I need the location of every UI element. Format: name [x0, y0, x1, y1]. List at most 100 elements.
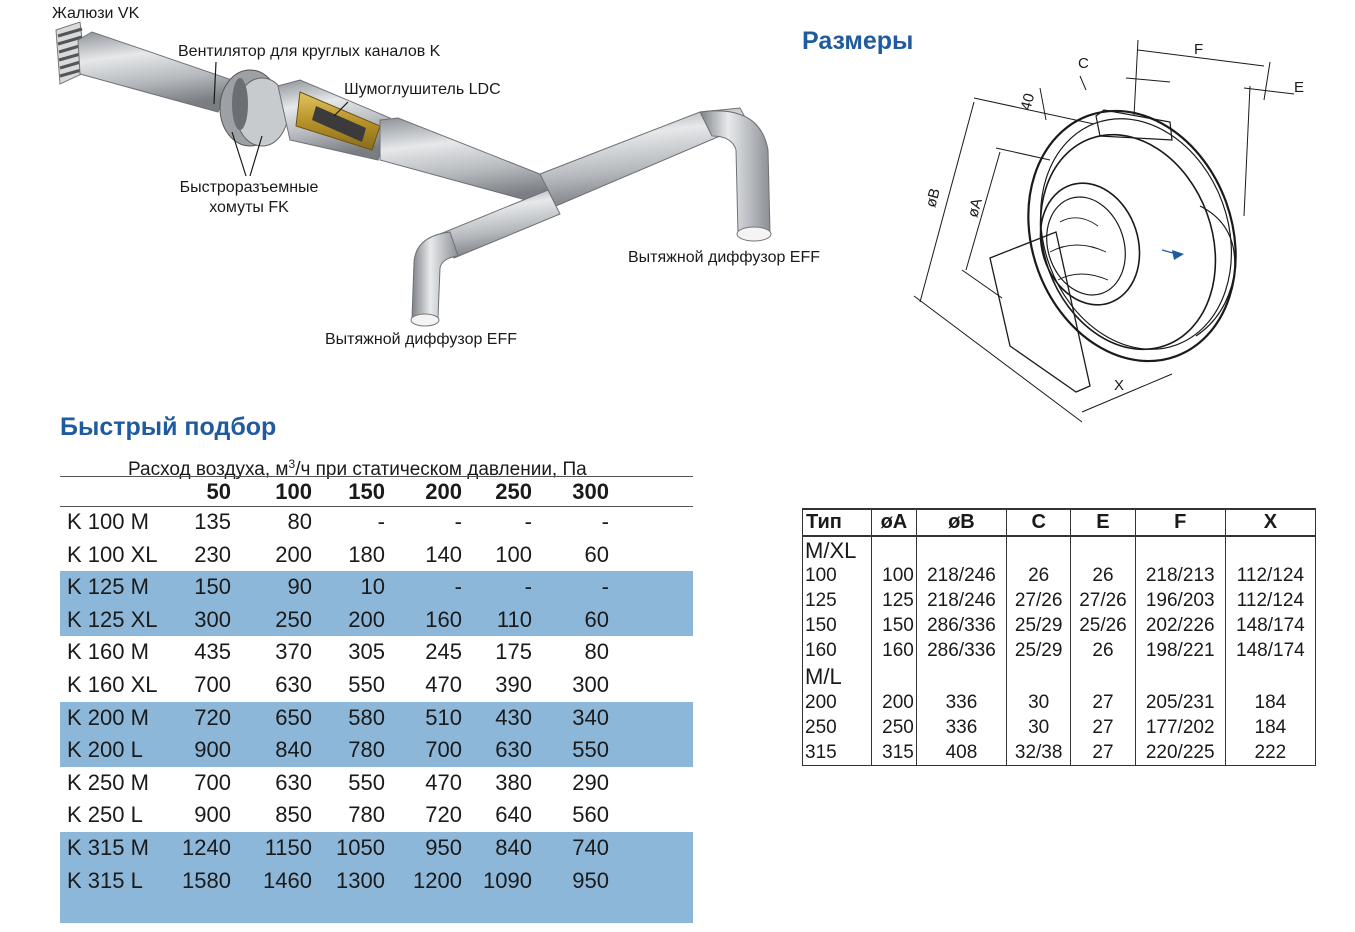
dims-cell: 315: [870, 740, 917, 766]
dims-cell: 220/225: [1134, 740, 1226, 766]
header-rule: [60, 506, 693, 507]
airflow-value: 900: [194, 737, 231, 763]
caption-sup: 3: [288, 457, 296, 471]
dims-cell: 150: [802, 613, 872, 638]
dims-cell: 26: [1070, 638, 1136, 663]
airflow-value: 1150: [264, 834, 312, 860]
airflow-value: 720: [194, 704, 231, 730]
airflow-value: 1200: [413, 867, 462, 893]
airflow-value: 560: [572, 802, 609, 828]
airflow-value: 630: [275, 769, 312, 795]
dims-cell: 200: [870, 690, 917, 715]
airflow-value: 370: [275, 639, 312, 665]
dims-cell: 27: [1070, 715, 1136, 740]
dims-empty-cell: [1134, 536, 1226, 563]
airflow-value: 10: [360, 574, 385, 600]
dims-empty-cell: [1134, 663, 1226, 690]
dims-col-ob: øB: [915, 508, 1008, 537]
dims-cell: 336: [915, 690, 1008, 715]
dims-empty-cell: [1224, 536, 1317, 563]
airflow-value: -: [454, 509, 462, 534]
airflow-value: -: [377, 509, 385, 534]
airflow-value: 230: [194, 541, 231, 567]
dims-empty-cell: [870, 536, 917, 563]
airflow-value: 390: [495, 671, 532, 697]
airflow-value: 780: [348, 737, 385, 763]
airflow-value: 950: [425, 834, 462, 860]
caption-post: /ч при статическом давлении, Па: [295, 459, 587, 480]
airflow-value: 900: [194, 802, 231, 828]
airflow-value: 630: [275, 671, 312, 697]
airflow-value: 1240: [182, 834, 231, 860]
airflow-value: 200: [348, 606, 385, 632]
selection-caption: Расход воздуха, м3/ч при статическом дав…: [128, 452, 587, 482]
dims-empty-cell: [1006, 663, 1072, 690]
pressure-300: 300: [572, 479, 609, 504]
dims-cell: 148/174: [1224, 613, 1317, 638]
dims-empty-cell: [915, 663, 1008, 690]
label-clamps-line2: хомуты FK: [209, 199, 289, 216]
airflow-value: 300: [194, 606, 231, 632]
label-fan: Вентилятор для круглых каналов K: [178, 43, 441, 60]
airflow-value: 300: [572, 671, 609, 697]
dims-cell: 30: [1006, 715, 1072, 740]
dims-header-row: Тип øA øB C E F X: [802, 508, 1317, 537]
duct-segment-main: [379, 117, 561, 207]
dims-col-e: E: [1070, 508, 1136, 537]
dims-cell: 250: [870, 715, 917, 740]
fan-model: K 160 M: [67, 639, 149, 665]
dims-cell: 112/124: [1224, 588, 1317, 613]
airflow-value: 780: [348, 802, 385, 828]
dims-cell: 286/336: [915, 613, 1008, 638]
dims-empty-cell: [1006, 536, 1072, 563]
dimensions-title: Размеры: [802, 27, 914, 55]
airflow-value: 550: [572, 737, 609, 763]
fan-k: [219, 69, 289, 147]
dims-cell: 27: [1070, 740, 1136, 766]
label-clamps-line1: Быстроразъемные: [179, 179, 319, 196]
diffuser-eff-right: [736, 226, 772, 242]
dims-col-c: C: [1006, 508, 1072, 537]
dims-group-label: M/XL: [802, 536, 872, 563]
airflow-value: 700: [194, 671, 231, 697]
airflow-value: 135: [194, 509, 231, 534]
airflow-value: 840: [495, 834, 532, 860]
dims-cell: 100: [870, 563, 917, 588]
airflow-value: 720: [425, 802, 462, 828]
pressure-250: 250: [495, 479, 532, 504]
dims-empty-cell: [1070, 663, 1136, 690]
airflow-value: 90: [287, 574, 312, 600]
fan-model: K 250 L: [67, 802, 143, 828]
airflow-value: 640: [495, 802, 532, 828]
fan-model: K 200 L: [67, 737, 143, 763]
dims-empty-cell: [870, 663, 917, 690]
dims-cell: 198/221: [1134, 638, 1226, 663]
dims-group-row: M/XL: [802, 536, 1317, 563]
pressure-200: 200: [425, 479, 462, 504]
pressure-100: 100: [275, 479, 312, 504]
dims-cell: 218/246: [915, 588, 1008, 613]
dims-cell: 184: [1224, 715, 1317, 740]
dims-empty-cell: [1070, 536, 1136, 563]
dims-cell: 160: [802, 638, 872, 663]
airflow-value: 700: [425, 737, 462, 763]
airflow-value: 630: [495, 737, 532, 763]
airflow-value: 1050: [336, 834, 385, 860]
dims-cell: 336: [915, 715, 1008, 740]
duct-branch-lower: [439, 189, 561, 259]
dims-cell: 150: [870, 613, 917, 638]
fan-model: K 315 L: [67, 867, 143, 893]
airflow-value: 1090: [483, 867, 532, 893]
airflow-value: 245: [425, 639, 462, 665]
label-silencer: Шумоглушитель LDC: [344, 81, 501, 98]
airflow-value: 80: [584, 639, 609, 665]
airflow-value: 180: [348, 541, 385, 567]
dims-cell: 25/29: [1006, 638, 1072, 663]
